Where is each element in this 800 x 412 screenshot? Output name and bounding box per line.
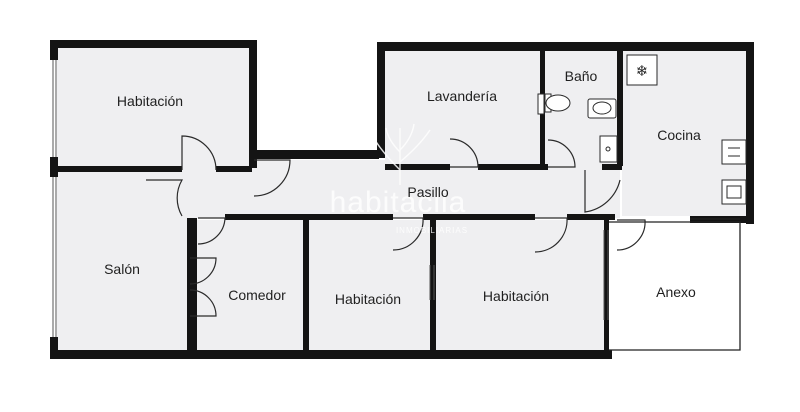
wall [746, 42, 754, 224]
door-bano [547, 139, 576, 168]
wall [377, 42, 754, 51]
room-label-pasillo: Pasillo [407, 184, 448, 200]
wall [50, 40, 58, 60]
door-salon-comedor-upper [189, 257, 217, 285]
anexo-outline [609, 218, 741, 351]
kitchen-sink-icon [721, 179, 747, 205]
kitchen-fixtures: ❄ [626, 54, 747, 205]
wall [377, 42, 385, 158]
room-label-habitacion-mid: Habitación [335, 291, 401, 307]
wall [50, 350, 612, 359]
wall [50, 337, 58, 359]
fridge-icon: ❄ [626, 54, 658, 86]
door-habitacion-mid [392, 217, 424, 251]
bathroom-fixtures [537, 93, 618, 163]
wall [604, 216, 609, 351]
watermark-brand: habitaclia [330, 186, 467, 219]
svg-text:❄: ❄ [636, 62, 649, 80]
floor-habitacion-top [57, 47, 250, 167]
door-pasillo-closet [253, 159, 291, 197]
door-anexo [616, 219, 646, 251]
room-label-anexo: Anexo [656, 284, 696, 300]
wall [50, 157, 58, 177]
floor-habitacion-right [435, 220, 605, 350]
floor-comedor [190, 220, 304, 350]
shower-tray-icon [599, 135, 618, 163]
door-salon-comedor-lower [189, 289, 217, 317]
wall [57, 166, 182, 172]
wall [303, 218, 309, 350]
washbasin-icon [587, 98, 617, 119]
wall [478, 164, 548, 170]
door-habitacion-right [534, 217, 568, 253]
windows [52, 60, 609, 337]
wall [50, 40, 257, 48]
room-labels: Habitación Lavandería Baño Cocina Pasill… [104, 68, 701, 307]
watermark-tree-icon [371, 123, 431, 185]
room-label-salon: Salón [104, 261, 140, 277]
wall [430, 218, 436, 350]
stove-icon [721, 139, 747, 165]
room-label-comedor: Comedor [228, 287, 286, 303]
wall [423, 214, 535, 220]
floor-salon [57, 172, 187, 350]
wall [225, 214, 393, 220]
room-label-habitacion-right: Habitación [483, 288, 549, 304]
wall [216, 166, 252, 172]
door-habitacion-top [181, 135, 217, 171]
wall [385, 164, 450, 170]
room-label-cocina: Cocina [657, 127, 701, 143]
wall [249, 150, 379, 159]
door-pasillo-left [146, 179, 184, 217]
room-label-lavanderia: Lavandería [427, 88, 497, 104]
door-lavanderia [449, 138, 479, 168]
wall [617, 48, 623, 166]
wall [602, 164, 622, 170]
wall [249, 40, 257, 168]
watermark: habitaclia INMOBILIARIAS [330, 123, 468, 235]
toilet-icon [544, 93, 571, 113]
room-label-habitacion-top: Habitación [117, 93, 183, 109]
room-label-bano: Baño [565, 68, 598, 84]
watermark-tagline: INMOBILIARIAS [396, 226, 468, 235]
door-cocina [584, 170, 621, 213]
door-comedor-top [197, 217, 226, 245]
wall [567, 214, 615, 220]
floor-habitacion-mid [308, 220, 432, 350]
floor-lavanderia [385, 48, 540, 166]
laundry-sink-icon [537, 93, 545, 115]
door-swings [146, 135, 646, 317]
